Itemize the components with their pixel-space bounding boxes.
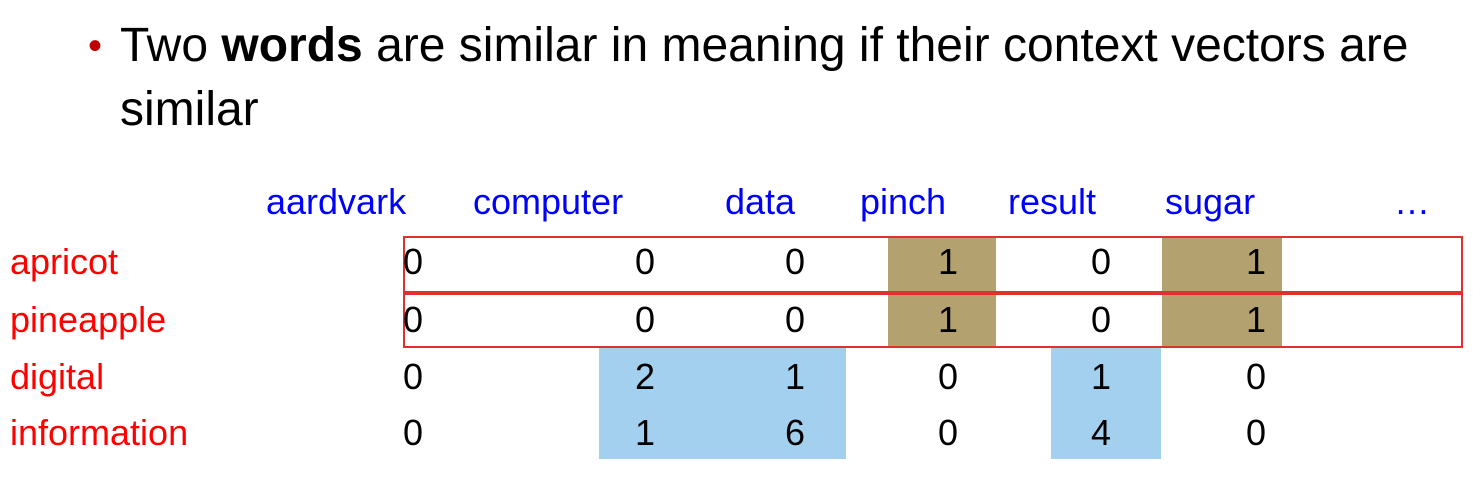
table-cell: 1 [1090,356,1112,397]
table-cell: 0 [403,356,424,397]
table-cell: 1 [1245,241,1267,282]
highlight-pinch-pineapple [888,295,996,347]
table-cell: 0 [937,412,959,453]
outline-apricot-row [403,236,1463,293]
table-cell: 1 [634,412,656,453]
column-header-sugar: sugar [1165,181,1256,222]
table-cell: 0 [937,356,959,397]
table-cell: 0 [1245,356,1267,397]
row-label-information: information [10,412,189,453]
column-header-aardvark: aardvark [266,181,407,222]
bullet-text-after: are similar in meaning if their context … [120,19,1409,136]
highlight-sugar-pineapple [1162,295,1282,347]
table-cell: 2 [634,356,656,397]
table-cell: 4 [1090,412,1112,453]
bullet-point: • Two words are similar in meaning if th… [88,14,1440,142]
row-label-digital: digital [10,356,105,397]
highlight-result [1051,347,1161,459]
bullet-marker: • [88,24,103,68]
table-cell: 0 [634,299,656,340]
table-cell: 0 [784,241,806,282]
table-cell: 6 [784,412,806,453]
table-cell: 0 [403,412,424,453]
table-cell: 0 [403,299,424,340]
column-header-result: result [1008,181,1097,222]
table-cell: 1 [1245,299,1267,340]
table-cell: 0 [634,241,656,282]
highlight-computer-data [599,347,846,459]
table-cell: 0 [1090,241,1112,282]
table-cell: 0 [403,241,424,282]
column-header-computer: computer [473,181,624,222]
bullet-bold-word: words [221,19,363,72]
table-cell: 0 [1245,412,1267,453]
table-cell: 0 [784,299,806,340]
highlight-pinch-apricot [888,238,996,291]
table-cell: 1 [784,356,806,397]
column-header-ellipsis: … [1394,181,1430,222]
table-cell: 1 [937,299,959,340]
bullet-text-before: Two [120,19,222,72]
row-label-apricot: apricot [10,241,119,282]
outline-pineapple-row [403,293,1463,348]
table-cell: 0 [1090,299,1112,340]
table-cell: 1 [937,241,959,282]
column-header-pinch: pinch [860,181,947,222]
highlight-sugar-apricot [1162,238,1282,291]
column-header-data: data [725,181,796,222]
row-label-pineapple: pineapple [10,299,167,340]
